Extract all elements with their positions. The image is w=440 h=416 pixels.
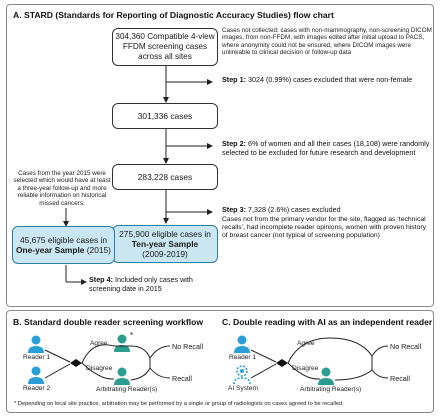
box-one-year-sample: 45,675 eligible cases in One-year Sample…: [12, 226, 115, 264]
reader-1-icon-c: [234, 335, 250, 353]
box-301336: 301,336 cases: [112, 103, 218, 129]
not-collected-note: Cases not collected: cases with non-mamm…: [222, 27, 432, 57]
disagree-label: Disagree: [86, 365, 113, 372]
step-3-detail: Cases not from the primary vendor for th…: [222, 216, 427, 240]
side-note-2015: Cases from the year 2015 were selected w…: [13, 170, 111, 207]
no-recall-label: No Recall: [172, 342, 204, 351]
disagree-label-c: Disagree: [292, 365, 319, 372]
decision-diamond-c: [276, 359, 288, 367]
box-compatible-cases: 304,360 Compatible 4-view FFDM screening…: [112, 28, 218, 66]
no-recall-label-c: No Recall: [390, 342, 422, 351]
box-ten-year-sample: 275,900 eligible cases in Ten-year Sampl…: [112, 225, 218, 263]
asterisk-mark: *: [130, 331, 134, 340]
step-2: Step 2: 6% of women and all their cases …: [222, 139, 430, 157]
step-1: Step 1: 3024 (0.99%) cases excluded that…: [222, 75, 413, 84]
box-283228: 283,228 cases: [112, 164, 218, 190]
arbitrating-label-c: Arbitrating Reader(s): [300, 386, 362, 393]
arbitrator-icon: [114, 367, 130, 385]
agree-label: Agree: [90, 340, 108, 347]
reader-1-label: Reader 1: [23, 354, 51, 361]
reader-2-label: Reader 2: [23, 385, 51, 392]
arbitrating-label: Arbitrating Reader(s): [96, 386, 158, 393]
recall-label: Recall: [172, 374, 192, 383]
step-3: Step 3: 7,328 (2.6%) cases excluded: [222, 205, 341, 214]
reader-1-label-c: Reader 1: [229, 354, 257, 361]
agree-label-c: Agree: [297, 340, 315, 347]
recall-label-c: Recall: [390, 374, 410, 383]
ai-system-icon: [233, 365, 251, 385]
arbitrator-top-icon: [114, 334, 130, 352]
panel-b-title: B. Standard double reader screening work…: [13, 317, 204, 327]
arbitrator-icon-c: [318, 367, 334, 385]
decision-diamond-b: [70, 359, 82, 367]
reader-2-icon: [28, 366, 44, 384]
footnote: * Depending on local site practice, arbi…: [14, 401, 344, 407]
panel-c-title: C. Double reading with AI as an independ…: [222, 317, 433, 327]
panel-a-title: A. STARD (Standards for Reporting of Dia…: [13, 10, 334, 20]
step-4: Step 4: Included only cases with screeni…: [89, 275, 193, 293]
reader-1-icon: [28, 335, 44, 353]
ai-system-label: AI System: [228, 385, 259, 392]
